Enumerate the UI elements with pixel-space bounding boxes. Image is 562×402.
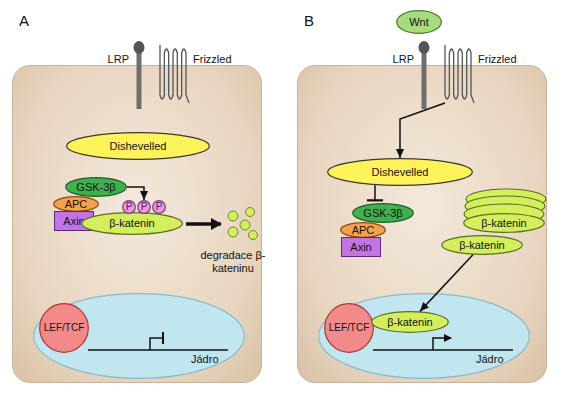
- beta-catenin-protein: β-katenin: [371, 311, 449, 333]
- gsk3b-protein-shape: [353, 204, 414, 223]
- node-text: Dishevelled: [110, 140, 167, 153]
- dishevelled-protein: Dishevelled: [327, 158, 473, 186]
- lef-tcf-factor: LEF/TCF: [39, 303, 89, 353]
- degradation-arrow: [186, 222, 221, 226]
- frizzled-receptor-outline: [157, 45, 189, 103]
- lef-tcf-factor-shape: [40, 304, 89, 353]
- dishevelled-protein-shape: [328, 159, 473, 186]
- lrp-receptor: LRP: [418, 41, 430, 109]
- node-label: Jádro: [191, 353, 219, 366]
- node-text: P: [126, 201, 133, 213]
- apc-protein-shape: [341, 223, 386, 238]
- nucleus-shape: [34, 294, 245, 379]
- lef-tcf-factor: LEF/TCF: [324, 303, 374, 353]
- phosphate-group: P: [152, 200, 166, 214]
- degraded-fragment: [228, 211, 238, 221]
- frizzled-receptor: Frizzled: [157, 45, 189, 103]
- phosphate-group-shape: [138, 201, 151, 214]
- process-note: degradace β-kateninu: [200, 249, 266, 275]
- receptor-stem: [137, 51, 142, 109]
- node-text: Axin: [350, 241, 371, 254]
- node-text: P: [141, 201, 148, 213]
- node-text: β-katenin: [109, 217, 154, 230]
- gsk3b-protein: GSK-3β: [352, 203, 414, 223]
- degraded-fragment: [246, 208, 255, 217]
- node-label: Frizzled: [193, 53, 232, 66]
- node-text: β-katenin: [459, 239, 504, 252]
- lrp-receptor-outline: [418, 41, 430, 109]
- cell: BLRPFrizzledDishevelledGSK-3βAPCAxinβ-ka…: [297, 65, 547, 383]
- block-bar: [162, 332, 164, 344]
- frizzled-receptor-outline: [442, 45, 474, 103]
- degraded-fragment: [228, 227, 238, 237]
- receptor-head: [134, 41, 145, 54]
- beta-catenin-protein: β-katenin: [463, 213, 545, 233]
- wnt-ligand: Wnt: [396, 10, 442, 34]
- node-label: Frizzled: [478, 53, 517, 66]
- phosphate-group: P: [122, 200, 136, 214]
- frizzled-receptor: Frizzled: [442, 45, 474, 103]
- node-label: B: [304, 12, 314, 29]
- lrp-receptor-outline: [133, 41, 145, 109]
- lrp-receptor: LRP: [133, 41, 145, 109]
- transmembrane-loops: [160, 45, 189, 103]
- receptor-head: [419, 41, 430, 54]
- degraded-fragment: [240, 220, 250, 230]
- beta-catenin-protein-shape: [464, 214, 545, 233]
- node-label: Jádro: [476, 353, 504, 366]
- phosphate-group: P: [137, 200, 151, 214]
- beta-catenin-protein-shape: [82, 213, 183, 235]
- wnt-ligand-shape: [397, 11, 442, 34]
- dishevelled-protein-shape: [67, 133, 210, 160]
- node-label: LRP: [393, 53, 414, 66]
- beta-catenin-protein: β-katenin: [441, 235, 523, 255]
- gsk3b-protein: GSK-3β: [65, 177, 127, 197]
- phosphate-group-shape: [153, 201, 166, 214]
- beta-catenin-protein-shape: [372, 312, 449, 333]
- node-text: APC: [65, 198, 88, 211]
- node-text: GSK-3β: [76, 181, 115, 194]
- gsk3b-protein-shape: [66, 178, 127, 197]
- apc-protein-shape: [54, 197, 99, 212]
- node-text: β-katenin: [481, 217, 526, 230]
- apc-protein: APC: [53, 196, 99, 212]
- node-text: GSK-3β: [363, 207, 402, 220]
- node-text: LEF/TCF: [329, 322, 370, 334]
- dna-line: [373, 349, 513, 351]
- transmembrane-loops: [445, 45, 474, 103]
- beta-catenin-protein-shape: [442, 236, 523, 255]
- nucleus-shape: [319, 294, 530, 379]
- node-label: LRP: [108, 53, 129, 66]
- node-text: Dishevelled: [372, 166, 429, 179]
- node-text: P: [156, 201, 163, 213]
- degraded-fragment: [249, 231, 258, 240]
- beta-catenin-protein: β-kateninPPP: [81, 212, 183, 235]
- node-label: A: [19, 12, 29, 29]
- nucleus: Jádro LEF/TCF β-katenin: [318, 293, 530, 379]
- node-text: β-katenin: [387, 316, 432, 329]
- dna-line: [88, 349, 228, 351]
- cell: ALRPFrizzledDishevelledGSK-3βAPCAxinβ-ka…: [12, 65, 262, 383]
- node-text: LEF/TCF: [44, 322, 85, 334]
- apc-protein: APC: [340, 222, 386, 238]
- lef-tcf-factor-shape: [325, 304, 374, 353]
- inhibition-connector: [374, 185, 376, 200]
- nucleus: Jádro LEF/TCF: [33, 293, 245, 379]
- dishevelled-protein: Dishevelled: [66, 132, 210, 160]
- node-text: Wnt: [409, 16, 429, 29]
- node-text: APC: [352, 224, 375, 237]
- receptor-stem: [422, 51, 427, 109]
- axin-protein: Axin: [341, 237, 381, 257]
- node-text: Axin: [63, 215, 84, 228]
- phosphate-group-shape: [123, 201, 136, 214]
